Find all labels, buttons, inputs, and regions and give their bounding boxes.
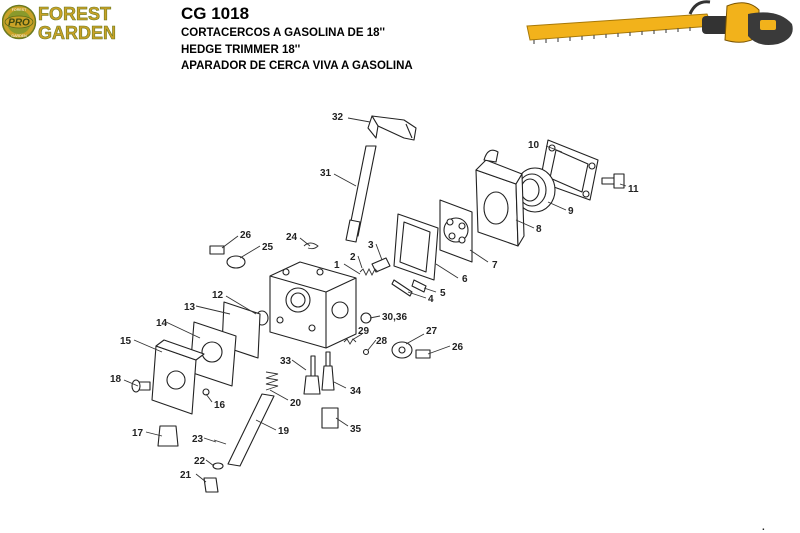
label-8: 8 [536, 224, 542, 235]
logo-badge-text: PRO [8, 18, 30, 29]
label-29: 29 [358, 326, 370, 337]
label-2: 2 [350, 252, 356, 263]
label-32: 32 [332, 112, 344, 123]
label-13: 13 [184, 302, 196, 313]
label-33: 33 [280, 356, 292, 367]
part-16-bolt [202, 388, 210, 396]
logo-line2: GARDEN [38, 23, 116, 42]
label-1: 1 [334, 260, 340, 271]
part-2-spring [359, 267, 379, 277]
label-23: 23 [192, 434, 204, 445]
label-11: 11 [628, 184, 639, 195]
logo-ring-bottom: GARDEN [11, 34, 27, 38]
part-26-screw-top [209, 245, 225, 255]
part-18-screw [131, 379, 151, 393]
label-25: 25 [262, 242, 274, 253]
label-17: 17 [132, 428, 144, 439]
logo-ring-top: FOREST [12, 8, 27, 12]
label-5: 5 [440, 288, 446, 299]
part-4-needle [391, 279, 413, 297]
label-12: 12 [212, 290, 224, 301]
part-33-jet [303, 355, 321, 395]
label-19: 19 [278, 426, 290, 437]
label-15: 15 [120, 336, 132, 347]
label-34: 34 [350, 386, 362, 397]
label-6: 6 [462, 274, 468, 285]
label-14: 14 [156, 318, 168, 329]
part-14-gasket [189, 321, 237, 387]
title-portuguese: APARADOR DE CERCA VIVA A GASOLINA [181, 60, 413, 72]
part-labels: 32 31 10 11 9 8 7 6 5 4 3 2 1 24 26 25 3… [110, 112, 765, 533]
part-26-screw-right [415, 349, 431, 359]
part-8-housing [475, 149, 525, 247]
label-26-top: 26 [240, 230, 252, 241]
label-4: 4 [428, 294, 434, 305]
label-16: 16 [214, 400, 226, 411]
model-number: CG 1018 [181, 4, 250, 23]
part-5-needle [411, 279, 427, 293]
part-34-jet [321, 351, 335, 391]
label-22: 22 [194, 456, 206, 467]
label-7: 7 [492, 260, 498, 271]
leader-lines [123, 117, 627, 483]
label-10: 10 [528, 140, 540, 151]
label-27: 27 [426, 326, 438, 337]
label-24: 24 [286, 232, 298, 243]
part-21-nut [203, 477, 219, 493]
part-9-ring [514, 167, 556, 213]
part-11-screw [601, 173, 625, 189]
label-20: 20 [290, 398, 302, 409]
part-22-washer [212, 462, 224, 470]
part-7-diaphragm [439, 199, 473, 263]
part-31-shaft [345, 145, 377, 243]
part-28-ball [362, 348, 370, 356]
label-30-36: 30,36 [382, 312, 407, 323]
part-15-cover [151, 339, 205, 415]
label-26-right: 26 [452, 342, 464, 353]
part-23-pin [213, 439, 227, 445]
part-6-gasket [393, 213, 439, 281]
label-35: 35 [350, 424, 362, 435]
footer-mark: . [762, 522, 765, 533]
title-english: HEDGE TRIMMER 18'' [181, 44, 301, 56]
label-28: 28 [376, 336, 388, 347]
title-spanish: CORTACERCOS A GASOLINA DE 18'' [181, 27, 385, 39]
part-25-disc [226, 255, 246, 269]
part-19-lever [227, 393, 275, 467]
part-32-lever [367, 115, 417, 141]
part-30-36-nut [360, 312, 372, 324]
hedge-trimmer-icon [526, 0, 793, 45]
brand-seal: PRO FOREST GARDEN [2, 4, 37, 40]
label-18: 18 [110, 374, 122, 385]
label-9: 9 [568, 206, 574, 217]
logo-line1: FOREST [38, 4, 111, 24]
part-17-valve [157, 425, 179, 447]
label-31: 31 [320, 168, 332, 179]
part-20-spring [265, 371, 279, 391]
label-21: 21 [180, 470, 192, 481]
label-3: 3 [368, 240, 374, 251]
part-24-clip [303, 242, 319, 250]
part-27-disc [391, 341, 413, 359]
part-35-fitting [321, 407, 339, 429]
brand-logo: PRO FOREST GARDEN FOREST GARDEN [2, 4, 116, 42]
carburetor-body [269, 261, 357, 349]
part-29-spring [343, 338, 357, 345]
